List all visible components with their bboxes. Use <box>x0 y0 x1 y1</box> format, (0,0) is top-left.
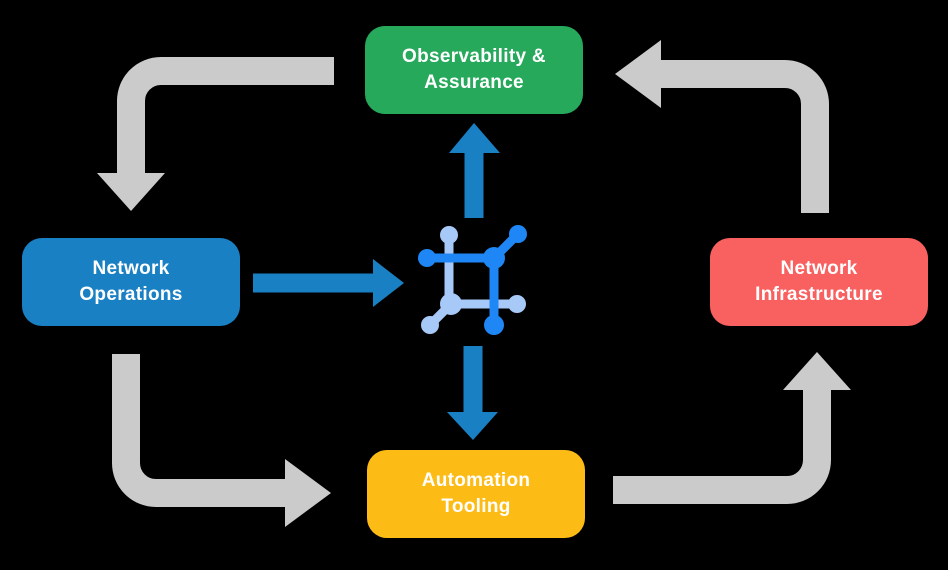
node-operations-label-line1: Network <box>92 258 170 279</box>
arrow-observability-to-operations <box>97 57 334 211</box>
node-observability-label-line1: Observability & <box>402 46 546 67</box>
arrow-automation-to-infrastructure <box>613 352 851 504</box>
arrow-operations-to-automation <box>112 354 331 527</box>
node-operations-label-line2: Operations <box>79 284 183 305</box>
arrow-infrastructure-to-observability <box>615 40 829 213</box>
arrow-hub-to-automation <box>447 346 498 440</box>
arrow-operations-to-hub <box>253 259 404 307</box>
network-hub-icon-light-parts <box>421 226 526 334</box>
node-infrastructure-label-line1: Network <box>780 258 858 279</box>
arrow-hub-to-observability <box>449 123 500 218</box>
node-observability-label-line2: Assurance <box>424 72 524 93</box>
node-automation-label-line1: Automation <box>421 470 531 491</box>
node-infrastructure-label-line2: Infrastructure <box>755 284 883 305</box>
node-network-operations: Network Operations <box>22 238 240 326</box>
network-hub-icon-dark-parts <box>418 225 527 335</box>
node-automation-label-line2: Tooling <box>441 496 511 517</box>
node-observability: Observability & Assurance <box>365 26 583 114</box>
node-network-infrastructure: Network Infrastructure <box>710 238 928 326</box>
node-automation-tooling: Automation Tooling <box>367 450 585 538</box>
network-hub-icon <box>418 225 527 335</box>
